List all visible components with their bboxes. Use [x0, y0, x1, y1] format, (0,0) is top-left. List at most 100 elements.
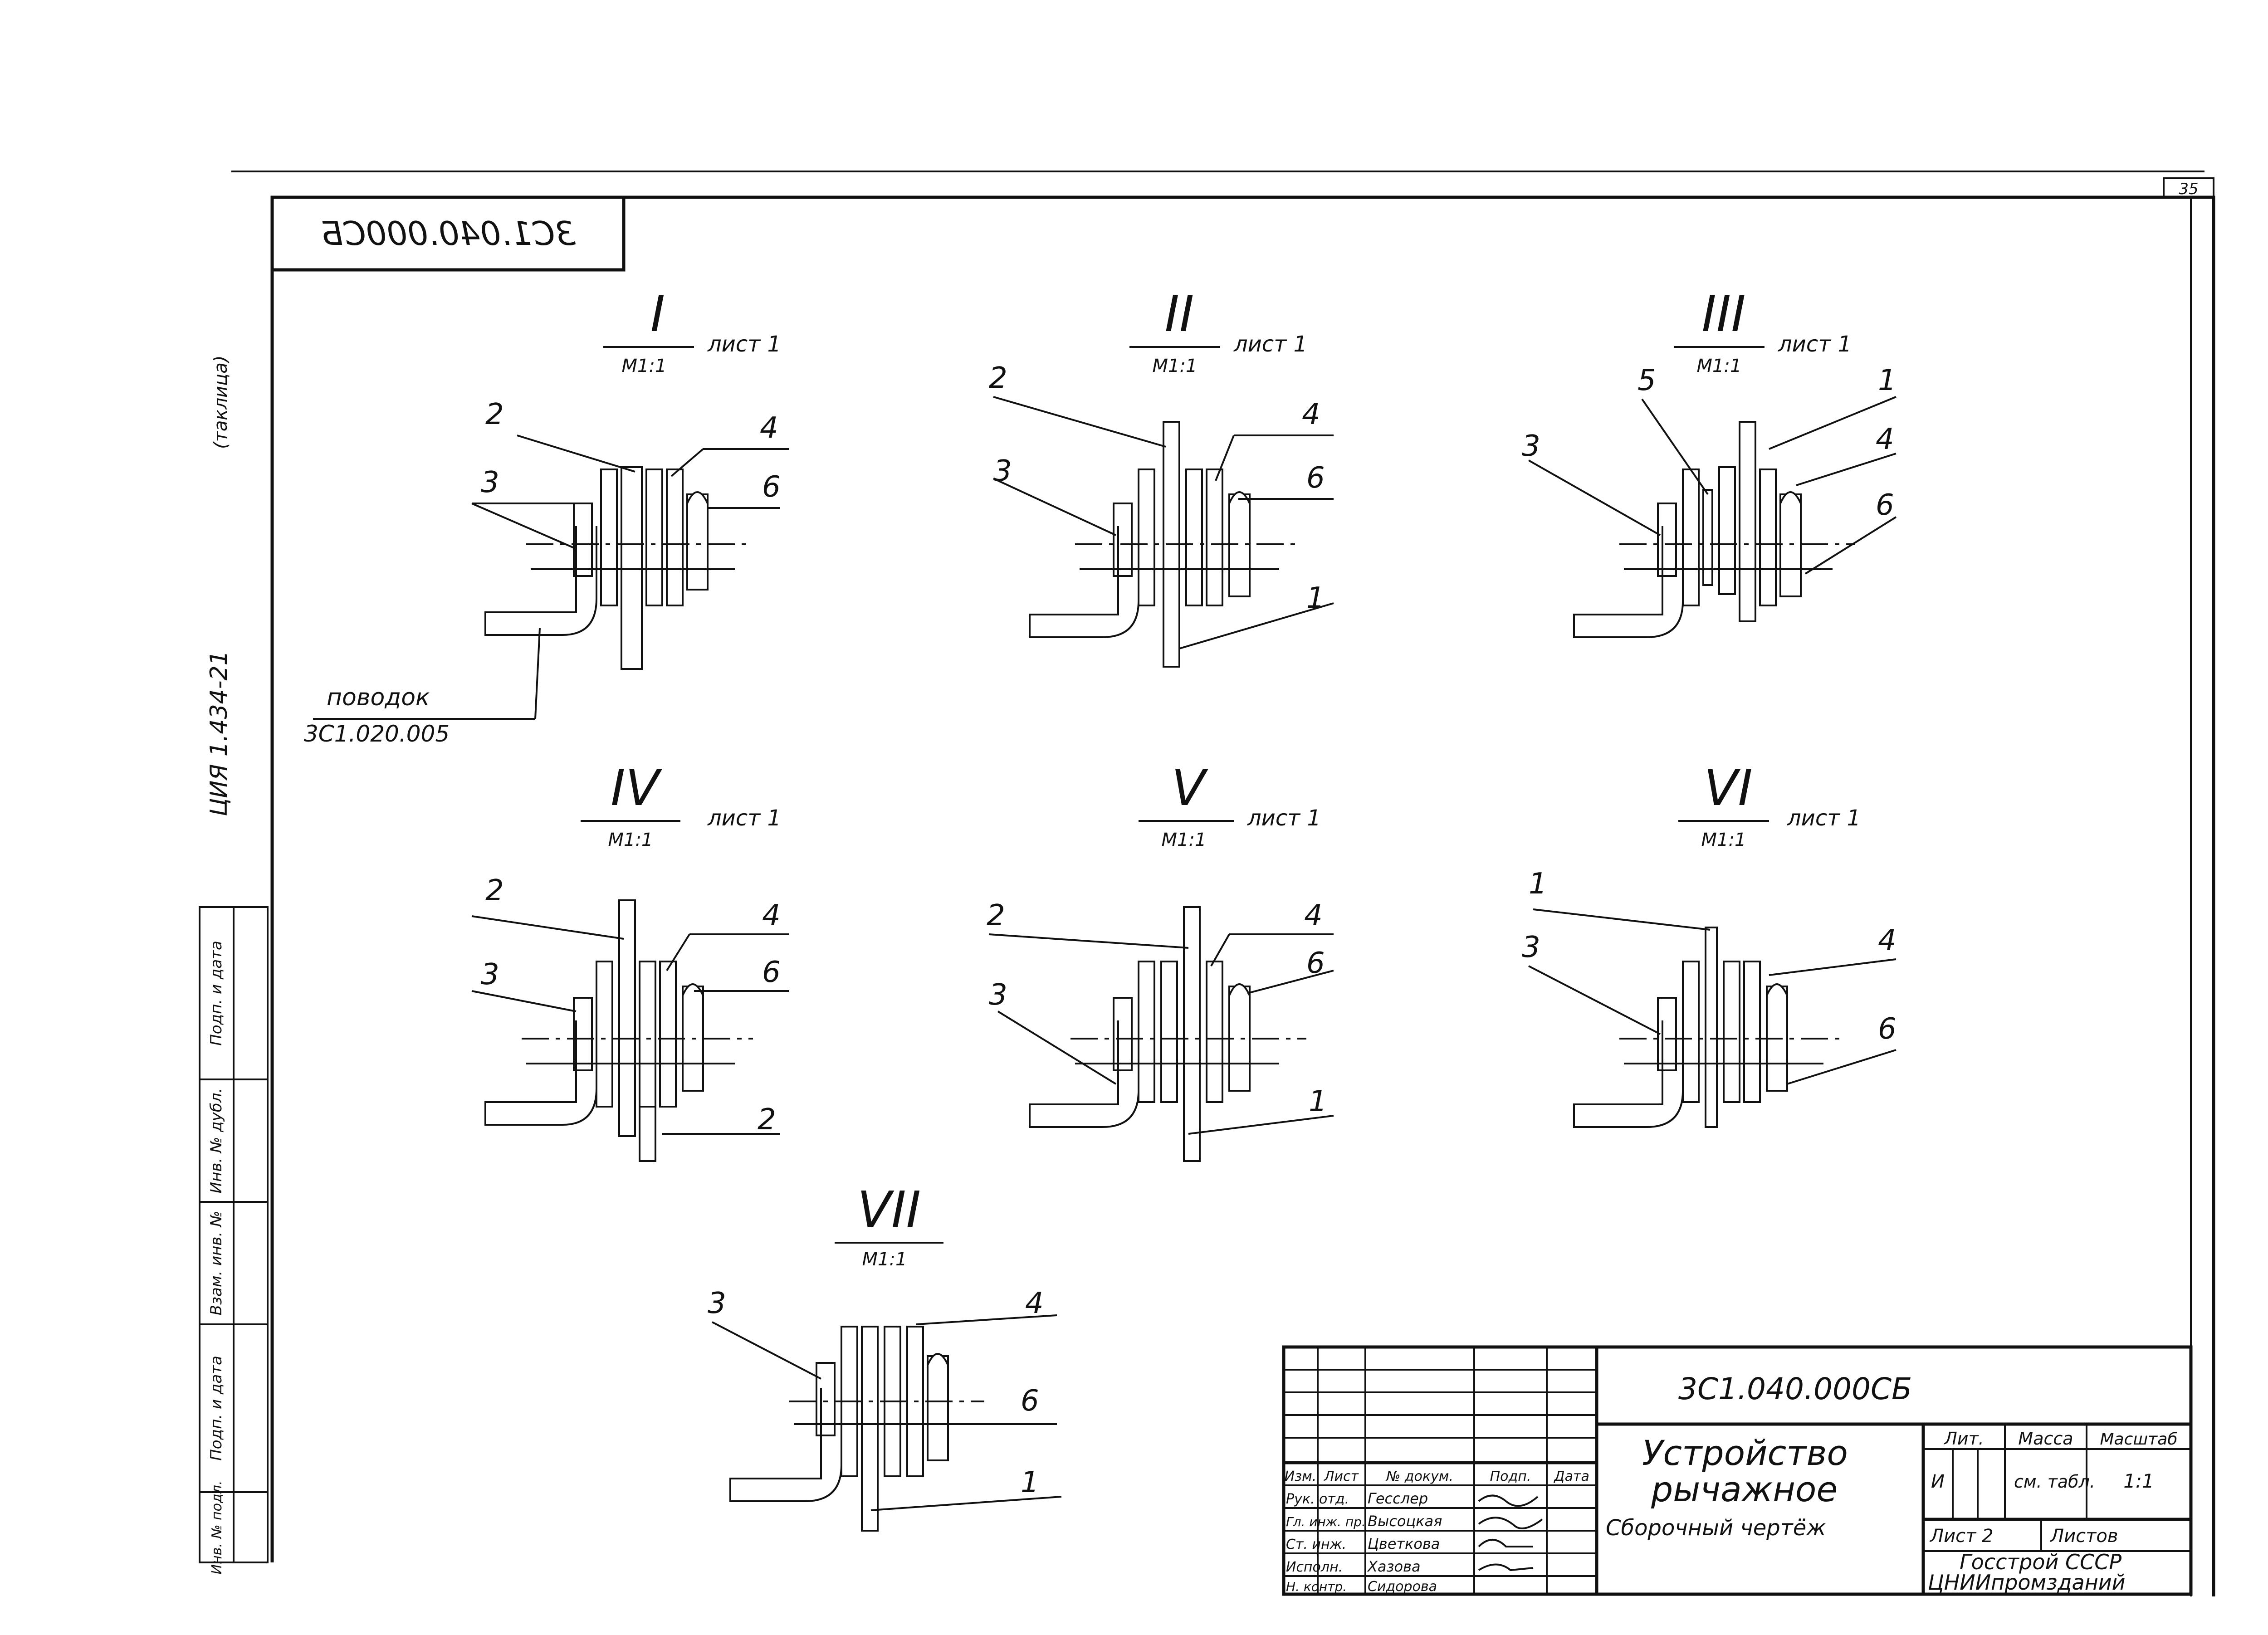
- callout: 6: [1876, 488, 1894, 522]
- callout: 3: [1522, 429, 1540, 463]
- detail-VI: VI М1:1 лист 1 1 3 4 6: [1522, 759, 1897, 1128]
- detail-V: V М1:1 лист 1 2 4 6 3 1: [987, 759, 1334, 1162]
- row-name: Цветкова: [1368, 1535, 1440, 1552]
- callout: 2: [989, 361, 1007, 395]
- mass-value: см. табл.: [2014, 1472, 2095, 1492]
- callout: 3: [989, 978, 1007, 1012]
- detail-numeral: III: [1701, 285, 1745, 343]
- callout: 6: [762, 956, 781, 989]
- callout: 2: [485, 398, 504, 431]
- code-box: [270, 195, 626, 272]
- title-doc-type: Сборочный чертёж: [1606, 1515, 1826, 1541]
- row-role: Ст. инж.: [1286, 1537, 1346, 1552]
- row-name: Сидорова: [1368, 1579, 1437, 1595]
- lit-label: Лит.: [1943, 1429, 1984, 1449]
- callout: 1: [1309, 1085, 1327, 1118]
- org-line-1: Госстрой СССР: [1960, 1550, 2121, 1574]
- callout: 3: [481, 958, 499, 991]
- callout: 3: [708, 1287, 726, 1320]
- callout: 6: [1306, 947, 1325, 980]
- detail-numeral: VII: [857, 1181, 921, 1239]
- callout: 6: [1306, 461, 1325, 495]
- callout: 1: [1878, 364, 1897, 397]
- detail-scale: М1:1: [1153, 356, 1198, 376]
- povodok-label: поводок: [327, 684, 430, 711]
- callout: 4: [760, 411, 778, 445]
- callout: 3: [1522, 931, 1540, 964]
- detail-scale: М1:1: [1162, 830, 1207, 850]
- side-stamp-cell-2: Инв. № дубл.: [207, 1088, 225, 1194]
- hdr-list: Лист: [1324, 1469, 1359, 1484]
- margin-note-code: ЦИЯ 1.434-21: [205, 650, 233, 816]
- detail-sheet-ref: лист 1: [707, 805, 781, 831]
- detail-numeral: I: [650, 285, 665, 343]
- detail-VII: VII М1:1 3 4 6 1: [708, 1181, 1062, 1532]
- side-stamp-cell-3: Взам. инв. №: [207, 1211, 225, 1316]
- callout: 2: [758, 1103, 776, 1137]
- sheet-label: Лист 2: [1929, 1526, 1994, 1547]
- detail-numeral: IV: [611, 759, 662, 817]
- row-role: Гл. инж. пр.: [1286, 1514, 1366, 1529]
- detail-numeral: II: [1165, 285, 1194, 343]
- detail-II: II М1:1 лист 1 2 4 3 6 1: [989, 285, 1334, 668]
- title-block: Изм. Лист № докум. Подп. Дата Рук. отд. …: [1282, 1345, 2193, 1596]
- detail-I: I М1:1 лист 1 2 4 3 6 поводок 3С1.020.00…: [304, 285, 789, 747]
- detail-sheet-ref: лист 1: [707, 332, 781, 357]
- side-stamp-cell-4: Подп. и дата: [207, 1356, 225, 1461]
- side-stamp: Подп. и дата Инв. № дубл. Взам. инв. № П…: [199, 906, 269, 1575]
- corner-sheet-box: [2163, 177, 2214, 198]
- title-name-2: рычажное: [1651, 1469, 1838, 1509]
- callout: 2: [987, 899, 1005, 932]
- callout: 4: [1878, 924, 1897, 957]
- detail-III: III М1:1 лист 1 5 1 3 4 6: [1522, 285, 1897, 638]
- callout: 1: [1021, 1466, 1039, 1499]
- title-code: 3С1.040.000СБ: [1678, 1371, 1912, 1406]
- callout: 3: [481, 466, 499, 499]
- detail-sheet-ref: лист 1: [1233, 332, 1307, 357]
- detail-numeral: V: [1171, 759, 1208, 817]
- callout: 6: [762, 470, 781, 504]
- corner-sheet-number: 35: [2179, 180, 2198, 198]
- callout: 3: [993, 454, 1012, 488]
- row-role: Н. контр.: [1286, 1579, 1347, 1594]
- row-name: Гесслер: [1368, 1490, 1428, 1507]
- detail-numeral: VI: [1704, 759, 1753, 817]
- hdr-dokum: № докум.: [1385, 1469, 1453, 1484]
- hdr-data: Дата: [1553, 1469, 1589, 1484]
- scale-value: 1:1: [2123, 1470, 2154, 1492]
- callout: 1: [1529, 867, 1547, 901]
- callout: 5: [1637, 364, 1656, 397]
- povodok-code: 3С1.020.005: [304, 721, 450, 747]
- callout: 4: [1876, 423, 1894, 456]
- detail-scale: М1:1: [622, 356, 667, 376]
- lit-value: И: [1931, 1471, 1945, 1492]
- callout: 4: [1302, 398, 1320, 431]
- hdr-izm: Изм.: [1285, 1469, 1317, 1484]
- callout: 2: [485, 874, 504, 908]
- title-name-1: Устройство: [1642, 1433, 1848, 1473]
- row-role: Рук. отд.: [1286, 1491, 1349, 1507]
- detail-sheet-ref: лист 1: [1247, 805, 1321, 831]
- callout: 4: [1025, 1287, 1044, 1320]
- scale-label: Масштаб: [2100, 1430, 2177, 1449]
- callout: 6: [1878, 1012, 1897, 1046]
- row-name: Высоцкая: [1368, 1513, 1442, 1530]
- row-name: Хазова: [1367, 1558, 1421, 1575]
- callout: 4: [762, 899, 781, 932]
- org-line-2: ЦНИИпромзданий: [1928, 1570, 2126, 1595]
- row-role: Исполн.: [1286, 1559, 1343, 1575]
- mass-label: Масса: [2018, 1429, 2073, 1449]
- detail-sheet-ref: лист 1: [1778, 332, 1852, 357]
- detail-scale: М1:1: [608, 830, 653, 850]
- detail-IV: IV М1:1 лист 1 2 4 3 6 2: [471, 759, 789, 1162]
- side-stamp-cell-5: Инв. № подл.: [209, 1481, 225, 1575]
- callout: 1: [1306, 581, 1325, 615]
- margin-note-table: (таклица): [210, 356, 231, 449]
- callout: 4: [1304, 899, 1323, 932]
- detail-scale: М1:1: [862, 1249, 907, 1270]
- sheets-label: Листов: [2049, 1526, 2118, 1547]
- detail-sheet-ref: лист 1: [1787, 805, 1861, 831]
- drawing-frame: [270, 195, 2215, 1596]
- hdr-podp: Подп.: [1490, 1469, 1531, 1484]
